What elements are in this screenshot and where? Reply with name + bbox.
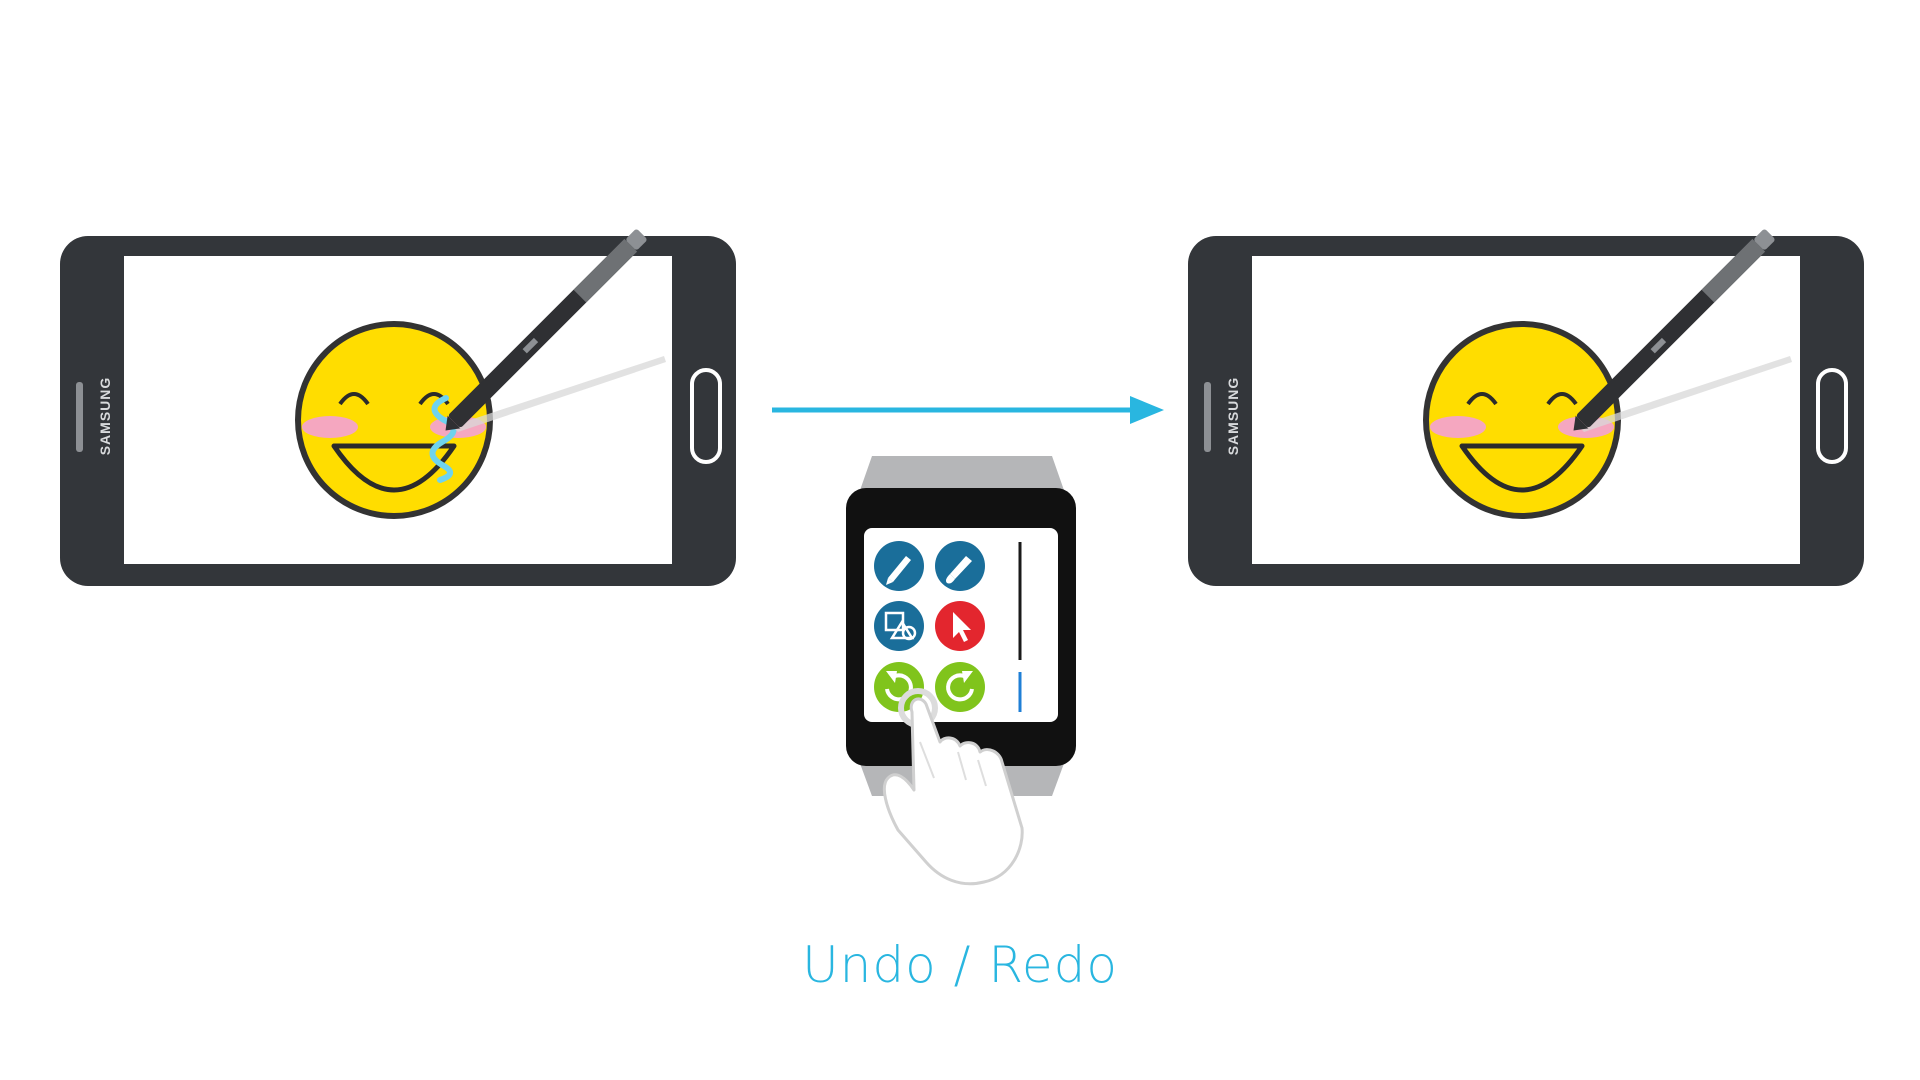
left-stylus-shadow bbox=[452, 356, 666, 432]
shapes-icon[interactable] bbox=[874, 601, 924, 651]
left-phone: SAMSUNG bbox=[60, 229, 736, 586]
redo-icon[interactable] bbox=[935, 662, 985, 712]
watch-strap-top bbox=[858, 456, 1066, 496]
stylus-pen-icon bbox=[1573, 229, 1775, 431]
left-phone-speaker bbox=[76, 382, 83, 452]
pen-icon[interactable] bbox=[874, 541, 924, 591]
stylus-pen-icon bbox=[445, 229, 647, 431]
right-arrow-icon bbox=[772, 396, 1164, 424]
right-stylus-shadow bbox=[1578, 356, 1792, 432]
scribble-stroke bbox=[429, 395, 457, 483]
right-phone-brand: SAMSUNG bbox=[1225, 377, 1241, 456]
right-phone: SAMSUNG bbox=[1188, 229, 1864, 586]
pointer-icon[interactable] bbox=[935, 601, 985, 651]
right-phone-home-button[interactable] bbox=[1816, 368, 1848, 464]
caption-undo-redo: Undo / Redo bbox=[802, 936, 1118, 994]
right-phone-speaker bbox=[1204, 382, 1211, 452]
left-phone-brand: SAMSUNG bbox=[97, 377, 113, 456]
left-phone-home-button[interactable] bbox=[690, 368, 722, 464]
touch-hand-icon bbox=[882, 688, 1024, 886]
brush-icon[interactable] bbox=[935, 541, 985, 591]
